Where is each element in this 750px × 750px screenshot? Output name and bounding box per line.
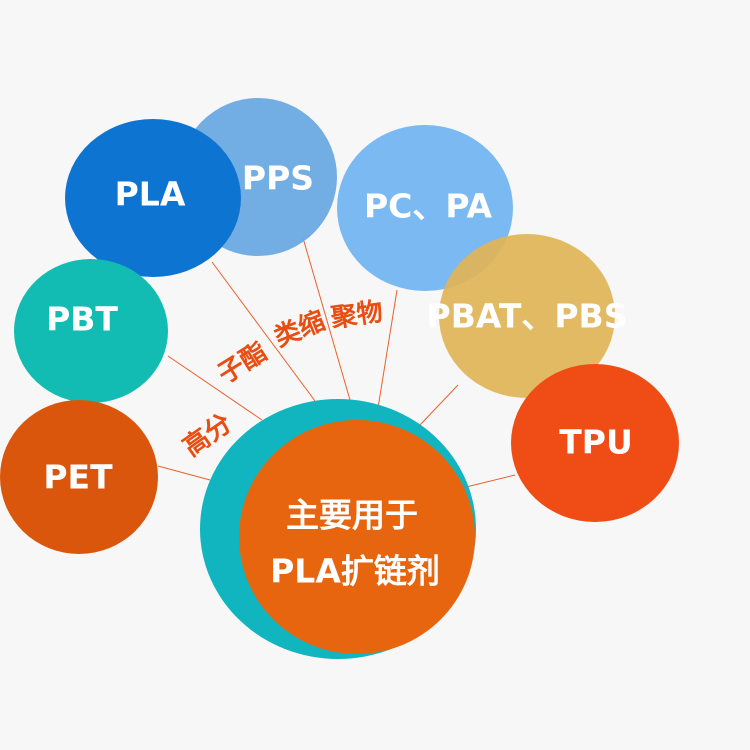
bubble-pla-label: PLA	[115, 175, 186, 214]
bubble-pla-shape	[65, 119, 241, 277]
bubble-pet-shape	[0, 400, 158, 554]
bubble-pbt: PBT	[14, 259, 168, 403]
connector-pbat-pbs	[419, 384, 459, 426]
connector-tpu	[461, 474, 516, 489]
bubble-pet-label: PET	[43, 458, 113, 497]
bubble-pbt-shape	[14, 259, 168, 403]
center-label-line1: 主要用于	[286, 496, 418, 535]
bubble-pet: PET	[0, 400, 158, 554]
arc-text-2: 子酯	[213, 337, 273, 390]
bubble-pc-pa-shape	[337, 125, 513, 291]
bubble-tpu: TPU	[511, 364, 679, 522]
center-circle	[239, 420, 475, 654]
arc-text-3: 类缩	[270, 305, 330, 353]
bubble-tpu-shape	[511, 364, 679, 522]
bubble-pla: PLA	[65, 119, 241, 277]
connector-pbt	[167, 355, 263, 421]
connector-lines	[157, 237, 516, 489]
bubble-pbat-pbs-label: PBAT、PBS	[427, 297, 628, 336]
bubble-pc-pa: PC、PA	[337, 125, 513, 291]
connector-pla	[211, 261, 319, 406]
bubble-pbat-pbs: PBAT、PBS	[427, 234, 628, 398]
bubble-pc-pa-label: PC、PA	[364, 187, 493, 226]
bubble-tpu-label: TPU	[559, 423, 633, 462]
center-label-line2: PLA扩链剂	[270, 552, 440, 591]
arc-text-4: 聚物	[328, 297, 385, 334]
bubble-pps-label: PPS	[242, 159, 314, 198]
bubble-pbt-label: PBT	[46, 300, 118, 339]
connector-pc-pa	[377, 289, 398, 409]
connector-pps	[302, 237, 351, 401]
bubble-pbat-pbs-shape	[439, 234, 615, 398]
connector-pet	[157, 465, 211, 481]
center-node: 主要用于 PLA扩链剂	[200, 399, 476, 659]
